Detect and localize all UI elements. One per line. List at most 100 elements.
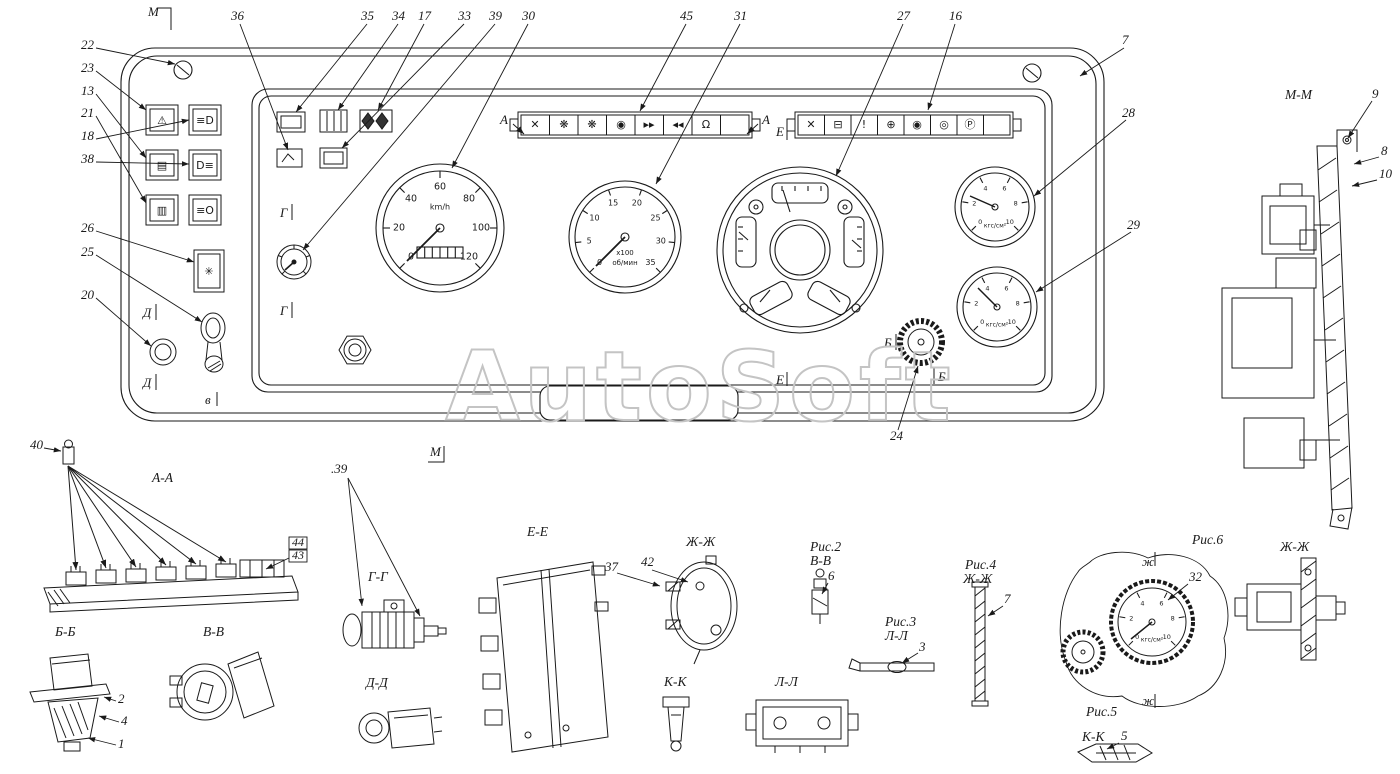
- callout-10: 10: [1351, 166, 1393, 187]
- svg-text:Л-Л: Л-Л: [884, 628, 909, 643]
- section-zh-zh: Ж-Ж: [665, 534, 738, 665]
- svg-text:Г-Г: Г-Г: [367, 569, 389, 584]
- svg-text:1: 1: [118, 736, 125, 751]
- svg-text:22: 22: [81, 37, 95, 52]
- svg-text:8: 8: [1171, 615, 1175, 623]
- toggle-lever: [200, 312, 226, 373]
- cut-letter-e: Е: [775, 124, 784, 139]
- svg-text:Рис.3: Рис.3: [884, 614, 916, 629]
- cut-letter-d: Д: [141, 375, 152, 390]
- strip-icon: Ω: [702, 118, 710, 131]
- callout-23: 23: [81, 60, 147, 111]
- callout-3: 3: [901, 639, 926, 664]
- tach-tick: 10: [589, 213, 599, 222]
- speed-tick: 40: [405, 194, 417, 205]
- svg-text:44: 44: [292, 535, 304, 549]
- callouts: 36 35 34 17 33 39 30 45 31 27 16 7 28 29…: [30, 8, 1393, 751]
- needle: [969, 195, 996, 208]
- svg-text:23: 23: [81, 60, 95, 75]
- cut-letter-g: Г: [279, 303, 288, 318]
- gauge-unit: кгс/см²: [984, 223, 1007, 230]
- svg-text:31: 31: [733, 8, 747, 23]
- svg-text:21: 21: [81, 105, 94, 120]
- svg-text:В-В: В-В: [810, 553, 831, 568]
- section-e-e: Е-Е: [478, 524, 609, 753]
- callout-8: 8: [1353, 143, 1388, 165]
- callout-42: 42: [641, 554, 689, 583]
- svg-text:33: 33: [457, 8, 472, 23]
- cut-letter-m: М: [429, 444, 442, 459]
- strip-icon: ◎: [939, 118, 949, 131]
- svg-text:27: 27: [897, 8, 911, 23]
- svg-text:2: 2: [1129, 615, 1133, 623]
- svg-text:кгс/см²: кгс/см²: [1141, 637, 1164, 644]
- callout-2: 2: [103, 691, 125, 706]
- callout-38: 38: [80, 151, 190, 167]
- cut-letter-d: Д: [141, 305, 152, 320]
- section-a-a: А-А: [43, 439, 299, 613]
- section-zh-zh-right: Ж-Ж: [1234, 539, 1346, 661]
- cut-letter-zh: ж: [1142, 554, 1154, 569]
- cut-letter-a: А: [761, 112, 770, 127]
- gauge-tick: 6: [1002, 184, 1006, 192]
- svg-text:Б-Б: Б-Б: [54, 624, 75, 639]
- callout-34: 34: [337, 8, 406, 111]
- svg-text:7: 7: [1122, 32, 1129, 47]
- callout-37: 37: [604, 559, 661, 587]
- strip-icon: !: [862, 118, 866, 131]
- heater-icon: ▤: [157, 159, 167, 172]
- indicator-strip-left: ✕ ❋ ❋ ◉ ▸▸ ◂◂ Ω: [509, 111, 761, 139]
- gauge-tick: 2: [974, 300, 978, 308]
- speed-unit: km/h: [430, 203, 450, 212]
- knurled-knob: [897, 318, 945, 366]
- cut-letters: М М А А Е Е Б Б Г Г Д Д в ж ж: [141, 4, 1156, 708]
- marker-lamp-icon: ≡O: [196, 204, 214, 217]
- callout-24: 24: [890, 365, 919, 443]
- gauge-tick: 2: [972, 200, 976, 208]
- speed-tick: 60: [434, 182, 446, 193]
- svg-text:29: 29: [1127, 217, 1141, 232]
- gauge-tick: 0: [978, 218, 982, 226]
- svg-text:24: 24: [890, 428, 904, 443]
- needle: [977, 287, 998, 308]
- needle: [782, 189, 791, 213]
- tach-tick: 5: [587, 237, 592, 246]
- strip-icon: ◉: [616, 118, 626, 131]
- callout-31: 31: [655, 8, 747, 185]
- strip-icon: ◉: [912, 118, 922, 131]
- svg-text:13: 13: [81, 83, 95, 98]
- tach-tick: 15: [608, 199, 618, 208]
- svg-text:35: 35: [360, 8, 375, 23]
- blower-switch-icon: ✳: [204, 265, 213, 278]
- svg-text:20: 20: [81, 287, 95, 302]
- callout-13: 13: [81, 83, 147, 159]
- cut-letter-m: М: [147, 4, 160, 19]
- panel-outline: [120, 47, 1105, 422]
- svg-text:4: 4: [121, 713, 128, 728]
- svg-text:38: 38: [80, 151, 95, 166]
- strip-icon: ✕: [806, 118, 815, 131]
- warning-triangle-icon: ⚠: [157, 114, 167, 127]
- section-g-g: Г-Г: [342, 569, 447, 649]
- gauge-tick: 10: [1006, 218, 1014, 226]
- tach-tick: 35: [645, 258, 655, 267]
- tach-tick: 20: [632, 199, 642, 208]
- screw-top-right: [1022, 63, 1042, 83]
- callout-29: 29: [1035, 217, 1141, 293]
- needle: [759, 289, 771, 303]
- mounting-nut: [338, 335, 372, 365]
- svg-text:К-К: К-К: [1081, 729, 1105, 744]
- headlight-icon: ≡D: [196, 114, 214, 127]
- callout-20: 20: [81, 287, 152, 347]
- svg-text:7: 7: [1004, 591, 1011, 606]
- svg-text:6: 6: [828, 568, 835, 583]
- tach-unit: об/мин: [612, 259, 637, 267]
- cut-letter-a: А: [499, 112, 508, 127]
- svg-text:6: 6: [1159, 599, 1163, 607]
- strip-icon: ✕: [530, 118, 539, 131]
- speed-tick: 80: [463, 194, 475, 205]
- speed-tick: 120: [460, 252, 478, 263]
- needle: [1130, 621, 1153, 640]
- svg-text:Д-Д: Д-Д: [364, 675, 389, 690]
